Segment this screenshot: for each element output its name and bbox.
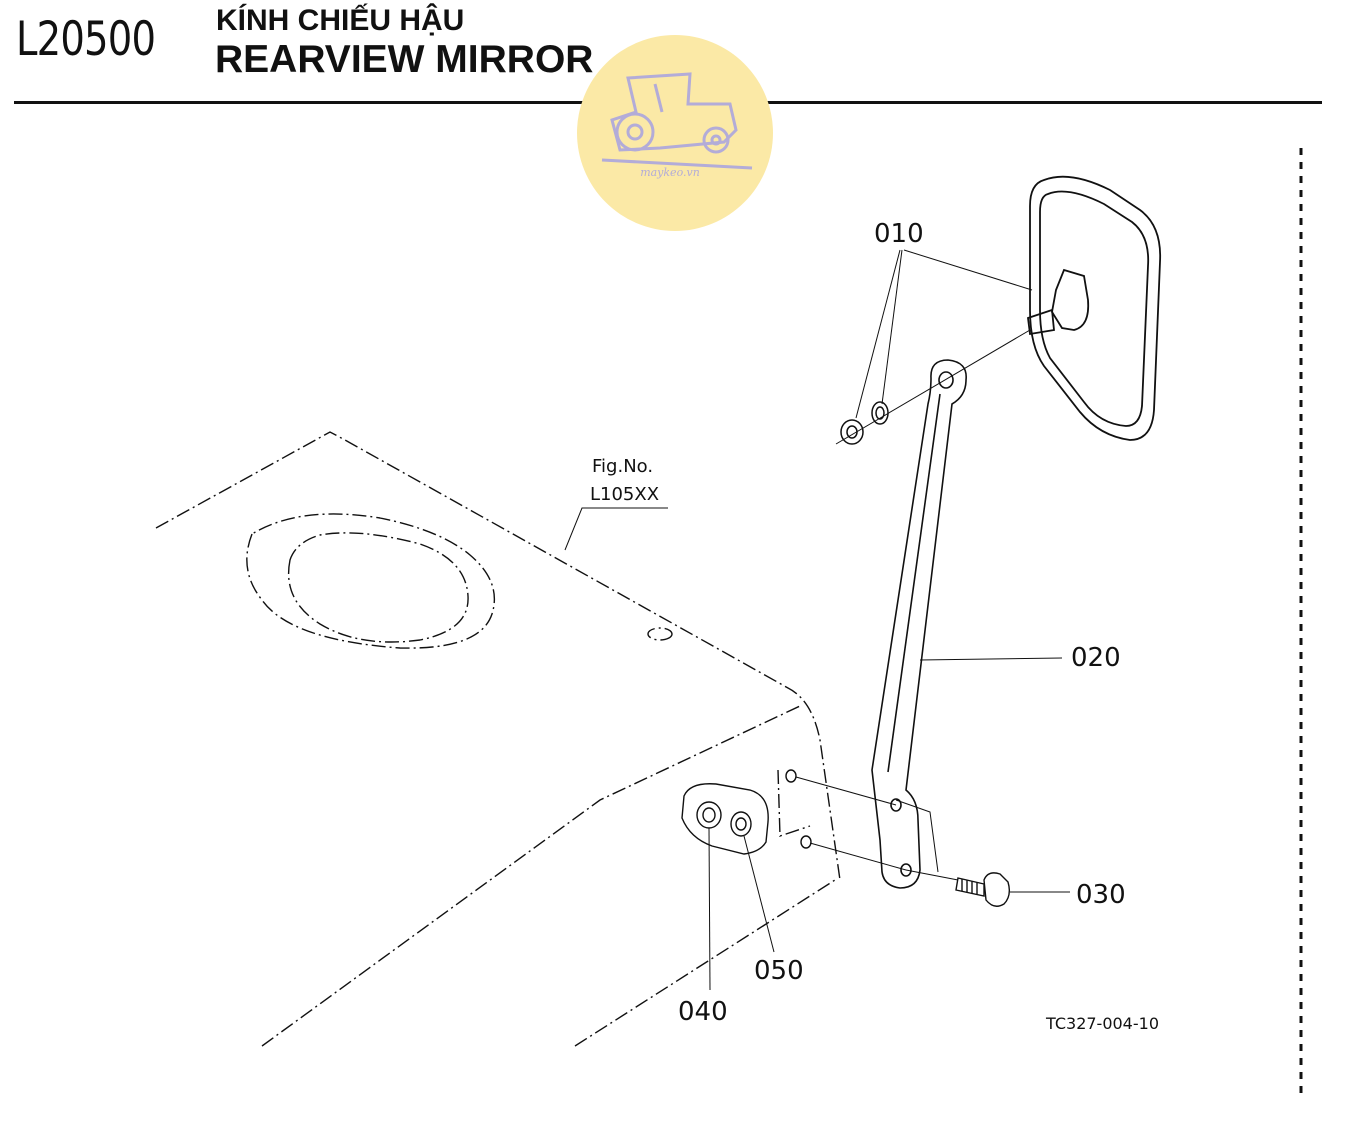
tractor-body-outline xyxy=(155,431,841,1047)
page-code: L20500 xyxy=(16,12,156,67)
mirror-stay xyxy=(871,359,967,889)
watermark: maykeo.vn xyxy=(577,35,773,231)
figure-ref-number: L105XX xyxy=(590,484,659,505)
part-label-030: 030 xyxy=(1076,880,1126,910)
watermark-circle xyxy=(577,35,773,231)
mounting-plate xyxy=(681,769,812,855)
page-title-english: REARVIEW MIRROR xyxy=(215,38,594,81)
page-title-vietnamese: KÍNH CHIẾU HẬU xyxy=(216,4,465,37)
part-label-020: 020 xyxy=(1071,643,1121,673)
part-label-040: 040 xyxy=(678,997,728,1027)
part-label-050: 050 xyxy=(754,956,804,986)
mirror-head xyxy=(1027,175,1162,441)
drawing-code: TC327-004-10 xyxy=(1045,1014,1159,1033)
figure-ref-label: Fig.No. xyxy=(592,456,653,477)
leader-lines xyxy=(564,249,1070,991)
bolt-part xyxy=(955,872,1011,907)
watermark-text: maykeo.vn xyxy=(640,166,700,179)
tractor-icon xyxy=(601,72,753,170)
nut-washer-part xyxy=(840,401,889,445)
part-label-010: 010 xyxy=(874,219,924,249)
assembly-lines xyxy=(795,329,1031,881)
